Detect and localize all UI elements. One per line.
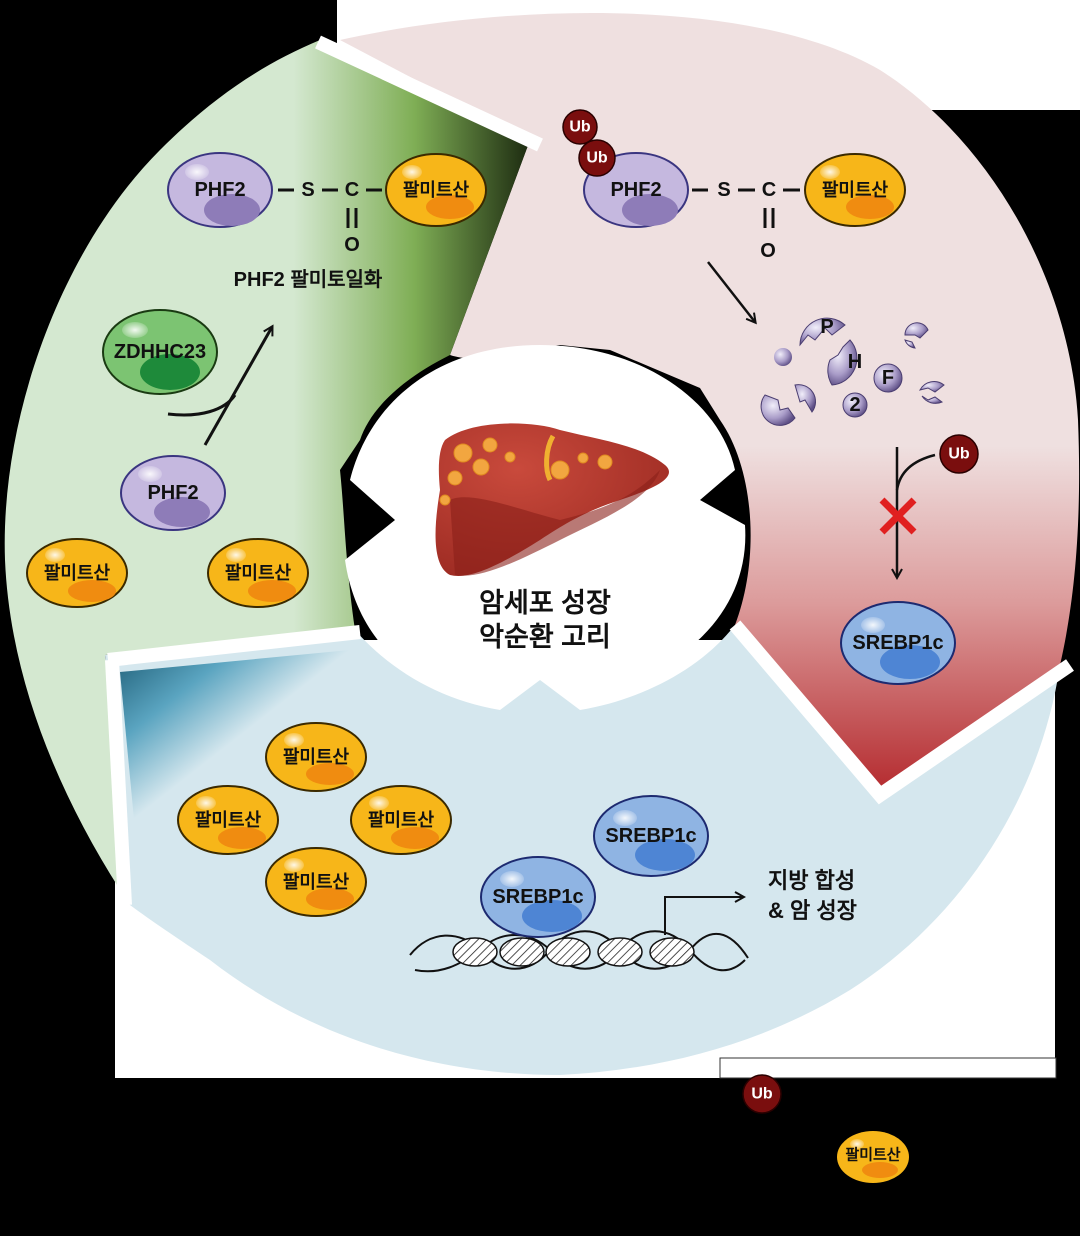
palmitate-molecule: 팔미트산 [804, 153, 906, 227]
sulfur-atom: S [301, 179, 314, 201]
palmitate-molecule: 팔미트산 [177, 785, 279, 855]
palmitate-molecule: 팔미트산 [350, 785, 452, 855]
transcription-arrow [664, 897, 743, 935]
dna-helix [409, 930, 749, 973]
ubiquitin-label: Ub [586, 150, 608, 167]
palmitate-molecule: 팔미트산 [265, 847, 367, 917]
oxygen-atom: O [760, 240, 776, 262]
green-segment [4, 40, 531, 905]
phf2-protein: PHF2 [120, 455, 226, 531]
legend-ub: Ub [742, 1074, 782, 1114]
fragment-label-h: H [848, 351, 862, 373]
ubiquitin-chain: Ub Ub [562, 109, 616, 177]
segment-separators [105, 35, 1074, 906]
palmitoylation-arrow [167, 327, 272, 446]
legend-palmitate: 팔미트산 [837, 1131, 909, 1183]
palmitate-molecule: 팔미트산 [265, 722, 367, 792]
palmitate-molecule: 팔미트산 [385, 153, 487, 227]
palmitate-label: 팔미트산 [368, 810, 435, 830]
outcome-line1: 지방 합성 [768, 868, 855, 893]
thioester-bond: S C O [278, 179, 382, 256]
phf2-label: PHF2 [610, 179, 661, 201]
phf2-label: PHF2 [194, 179, 245, 201]
zdhhc23-label: ZDHHC23 [114, 341, 206, 363]
srebp1c-protein: SREBP1c [593, 795, 709, 877]
phf2-label: PHF2 [147, 482, 198, 504]
srebp1c-protein: SREBP1c [480, 856, 596, 938]
palmitate-molecule: 팔미트산 [207, 538, 309, 608]
degraded-phf2-fragments: P H F 2 [760, 316, 945, 426]
palmitate-label: 팔미트산 [822, 180, 889, 200]
carbon-atom: C [345, 179, 359, 201]
carbon-atom: C [762, 179, 776, 201]
ubiquitin-label: Ub [948, 446, 970, 463]
zdhhc23-enzyme: ZDHHC23 [102, 309, 218, 395]
srebp1c-label: SREBP1c [605, 825, 696, 847]
srebp1c-label: SREBP1c [492, 886, 583, 908]
ubiquitin-label: Ub [569, 119, 591, 136]
palmitoylation-caption: PHF2 팔미토일화 [234, 268, 383, 291]
thioester-bond: S C O [692, 179, 800, 262]
center-title-line2: 악순환 고리 [479, 622, 611, 652]
legend-ub-label: Ub [751, 1086, 773, 1103]
phf2-protein: PHF2 [167, 152, 273, 228]
srebp1c-protein: SREBP1c [840, 601, 956, 685]
liver-icon [435, 423, 669, 576]
legend-palmitate-label: 팔미트산 [845, 1146, 900, 1164]
fragment-label-f: F [882, 367, 894, 389]
center-title-line1: 암세포 성장 [479, 588, 611, 618]
fragment-label-2: 2 [849, 394, 860, 416]
srebp1c-label: SREBP1c [852, 632, 943, 654]
palmitate-label: 팔미트산 [283, 872, 350, 892]
palmitate-molecule: 팔미트산 [26, 538, 128, 608]
palmitate-label: 팔미트산 [195, 810, 262, 830]
palmitate-label: 팔미트산 [225, 563, 292, 583]
palmitate-label: 팔미트산 [283, 747, 350, 767]
palmitate-label: 팔미트산 [403, 180, 470, 200]
outcome-line2: & 암 성장 [768, 898, 857, 923]
degradation-arrow [707, 261, 755, 322]
blocked-ubiquitination: Ub [879, 434, 979, 577]
oxygen-atom: O [344, 234, 360, 256]
fragment-label-p: P [820, 316, 833, 338]
palmitate-label: 팔미트산 [44, 563, 111, 583]
sulfur-atom: S [717, 179, 730, 201]
legend-box [719, 1057, 1057, 1079]
block-x-icon [879, 497, 917, 535]
